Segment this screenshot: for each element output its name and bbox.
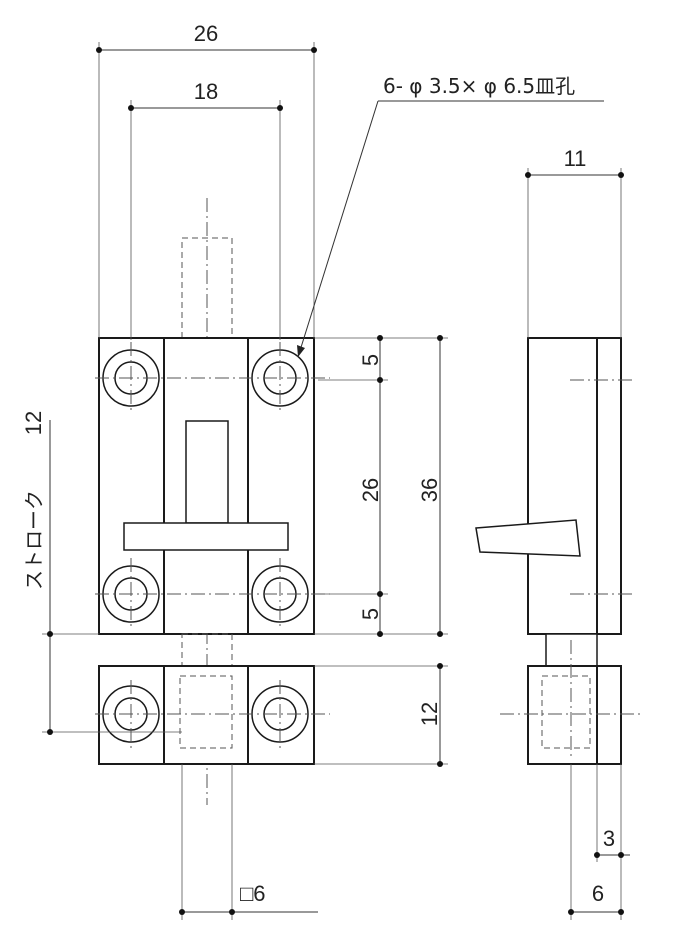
side-body — [527, 337, 622, 635]
dim-label-square-6: □6 — [240, 881, 266, 906]
dim-label-11: 11 — [564, 146, 587, 171]
dim-label-36: 36 — [417, 478, 442, 502]
dim-depth: 11 — [525, 146, 624, 338]
side-keeper-hidden — [541, 675, 591, 749]
dim-overall-width: 26 — [96, 21, 317, 338]
dim-label-18: 18 — [194, 79, 218, 104]
side-view — [475, 337, 640, 765]
dim-vertical-chain: 5 26 5 — [314, 335, 448, 637]
dim-label-12-keeper: 12 — [417, 702, 442, 726]
dim-label-6: 6 — [592, 881, 604, 906]
bolt-hidden-gap — [181, 633, 233, 667]
dim-offset-3: 3 — [594, 764, 630, 862]
dim-hole-pitch: 18 — [128, 79, 283, 340]
dim-label-26-vertical: 26 — [358, 478, 383, 502]
side-handle — [475, 519, 581, 557]
dim-keeper-height: 12 — [314, 663, 448, 767]
dim-label-5-top: 5 — [358, 354, 383, 366]
handle-stem — [185, 420, 229, 524]
front-view — [95, 198, 330, 805]
dim-label-3: 3 — [603, 826, 615, 851]
dim-label-5-bottom: 5 — [358, 608, 383, 620]
dim-overall-height: 36 — [417, 335, 443, 637]
dim-label-26-width: 26 — [194, 21, 218, 46]
hole-spec-label: 6- φ 3.5× φ 6.5皿孔 — [383, 74, 575, 98]
dim-bolt-square: □6 — [179, 764, 318, 920]
keeper-hidden-pocket — [179, 675, 233, 749]
hole-spec-callout: 6- φ 3.5× φ 6.5皿孔 — [297, 74, 604, 358]
stroke-label: ストローク — [22, 490, 46, 590]
stroke-value: 12 — [21, 411, 46, 435]
dim-offset-6: 6 — [568, 764, 624, 920]
handle-bar — [123, 522, 289, 551]
dim-stroke: ストローク 12 — [21, 411, 182, 735]
keeper-front — [95, 665, 330, 765]
